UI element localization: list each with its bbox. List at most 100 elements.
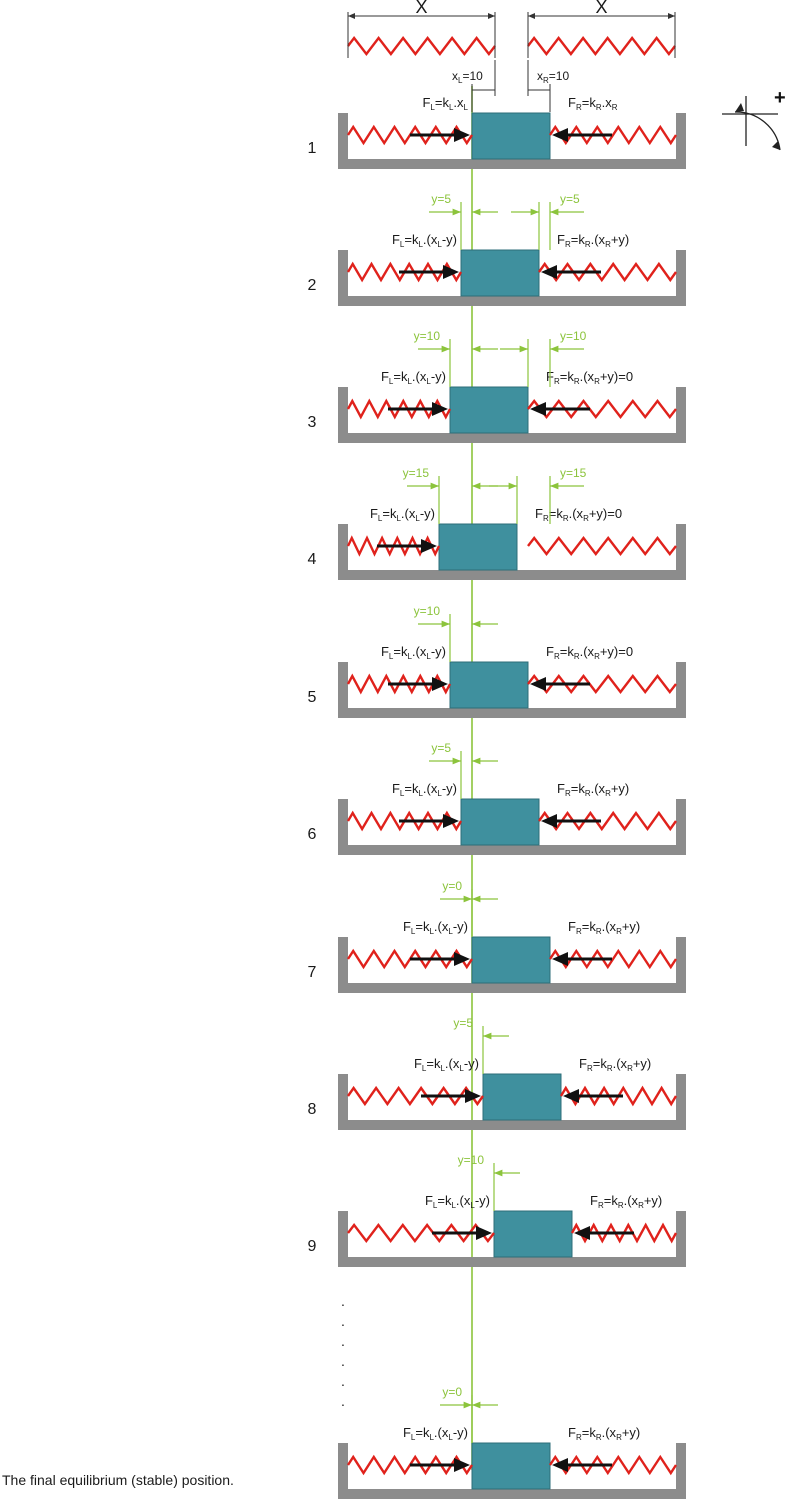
right-force-formula: FR=kR.xR [568,95,618,112]
container [338,1074,686,1130]
formula-part: F [414,1056,422,1071]
displacement-label: y=5 [431,741,451,755]
left-force-arrowhead [421,539,437,553]
continuation-ellipsis: ...... [341,1294,351,1414]
formula-part: F [579,1056,587,1071]
formula-subscript: L [389,652,394,661]
formula-part: .(x [434,919,449,934]
container [338,1211,686,1267]
formula-part: =k [404,232,419,247]
step-number: 1 [308,140,317,157]
spring-free-length-label: X [595,0,607,17]
formula-part: =k [415,919,430,934]
formula-part: .(x [434,1425,449,1440]
xl-label: xL=10 [452,69,483,85]
formula-subscript: R [565,789,571,798]
dimension-arrow [668,13,675,19]
dimension-arrow [528,13,535,19]
formula-part: F [403,919,411,934]
formula-part: F [568,95,576,110]
formula-part: =k [582,95,597,110]
mass-block [471,112,551,160]
formula-subscript: R [583,514,589,523]
right-spring [527,674,677,694]
formula-part: .(x [580,369,595,384]
left-force-formula: FL=kL.(xL-y) [370,506,435,523]
formula-part: =k [437,1193,452,1208]
formula-subscript: R [576,1433,582,1442]
left-force-formula: FL=kL.(xL-y) [403,919,468,936]
formula-subscript: L [396,514,401,523]
left-force-arrowhead [476,1226,492,1240]
mass-block [438,523,518,571]
left-force-arrowhead [454,952,470,966]
displacement-dimension-left: y=10 [414,329,498,387]
formula-subscript: L [411,1433,416,1442]
formula-subscript: R [607,1064,613,1073]
right-force-arrowhead [552,1458,568,1472]
ellipsis-dot: . [341,1373,345,1389]
formula-subscript: R [554,652,560,661]
step-6: FL=kL.(xL-y)FR=kR.(xR+y)6y=5 [308,741,686,855]
formula-part: =k [593,1056,608,1071]
container [338,113,686,169]
step-number: 9 [308,1238,317,1255]
formula-part: .(x [423,781,438,796]
displacement-dimension-right: y=10 [458,1153,520,1211]
formula-subscript: L [433,1201,438,1210]
xl-label-sub: L [458,76,463,85]
formula-part: -y) [442,232,457,247]
container [338,250,686,306]
formula-part: =k [549,506,564,521]
displacement-dimension-left: y=0 [440,1385,498,1443]
left-force-formula: FL=kL.(xL-y) [414,1056,479,1073]
formula-part: -y) [420,506,435,521]
formula-part: =k [604,1193,619,1208]
mass-block [482,1073,562,1121]
right-spring [527,399,677,419]
step-number: 8 [308,1101,317,1118]
ellipsis-dot: . [341,1393,345,1409]
right-force-formula: FR=kR.(xR+y) [568,919,640,936]
xr-label-value: =10 [549,69,570,83]
mass-block [460,249,540,297]
displacement-dimension-left: y=15 [403,466,498,524]
right-force-arrowhead [552,128,568,142]
displacement-label: y=10 [414,604,441,618]
ellipsis-dot: . [341,1333,345,1349]
formula-part: F [392,781,400,796]
formula-subscript: R [574,652,580,661]
formula-subscript: R [563,514,569,523]
formula-subscript: L [429,927,434,936]
formula-subscript: R [594,652,600,661]
right-force-arrowhead [574,1226,590,1240]
mass-block [471,1442,551,1490]
dimension-arrow [488,13,495,19]
free-spring-right [527,36,676,56]
formula-part: =k [393,644,408,659]
formula-part: .(x [580,644,595,659]
formula-subscript: L [448,927,453,936]
formula-part: .(x [624,1193,639,1208]
formula-part: -y) [431,369,446,384]
formula-subscript: L [426,652,431,661]
formula-part: F [557,781,565,796]
formula-subscript: R [587,1064,593,1073]
formula-subscript: L [449,103,454,112]
formula-subscript: L [378,514,383,523]
formula-part: .(x [445,1056,460,1071]
formula-part: =k [582,919,597,934]
formula-subscript: R [554,377,560,386]
formula-subscript: L [418,789,423,798]
step-number: 2 [308,277,317,294]
formula-part: F [590,1193,598,1208]
right-force-formula: FR=kR.(xR+y) [590,1193,662,1210]
step-7: FL=kL.(xL-y)FR=kR.(xR+y)7y=0 [308,879,686,993]
formula-part: F [381,369,389,384]
left-force-arrowhead [443,265,459,279]
left-force-formula: FL=kL.(xL-y) [425,1193,490,1210]
left-spring [347,1223,495,1243]
formula-part: +y) [633,1056,651,1071]
rotation-sign: + [774,87,786,109]
